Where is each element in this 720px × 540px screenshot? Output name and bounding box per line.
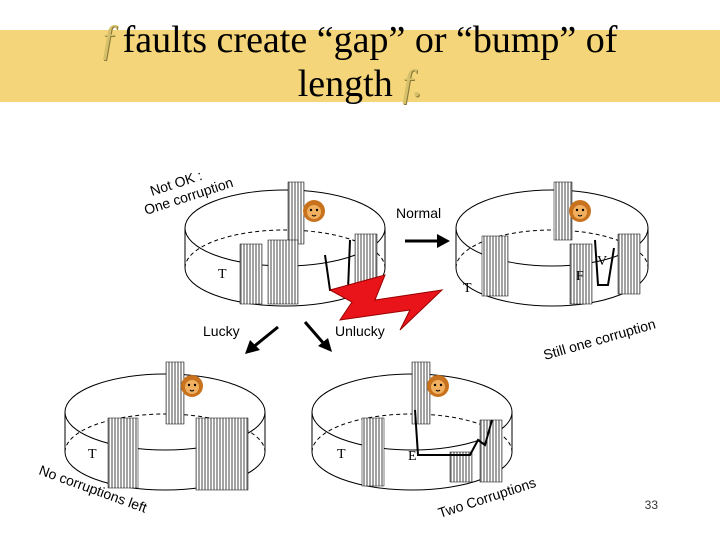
title-band <box>0 30 720 102</box>
ring-bottom-left: T <box>64 361 266 491</box>
title-f-symbol: f <box>102 19 114 61</box>
marker-f: F <box>576 269 584 284</box>
ring-top-left: T <box>184 181 386 307</box>
title-line-2: length f. <box>0 62 720 106</box>
lion-head-icon <box>302 199 326 223</box>
ring-top-right: F V <box>455 181 649 307</box>
arrow-unlucky <box>303 321 327 346</box>
title-line-1: f faults create “gap” or “bump” of <box>0 18 720 62</box>
fault-bolt-icon <box>328 274 444 331</box>
marker-t-br: T <box>337 447 346 462</box>
slide-number: 33 <box>644 498 658 512</box>
label-normal: Normal <box>396 205 441 221</box>
arrow-lucky <box>251 325 279 350</box>
marker-t-bl: T <box>88 447 97 462</box>
arrow-normal-head <box>437 234 450 248</box>
marker-e: E <box>408 449 417 464</box>
label-lucky: Lucky <box>203 323 240 339</box>
slide-title: f faults create “gap” or “bump” of lengt… <box>0 18 720 106</box>
title-f-symbol-2: f. <box>402 63 423 105</box>
title-line2-text: length <box>297 63 393 105</box>
marker-t: T <box>218 267 227 282</box>
label-still-one-corruption: Still one corruption <box>541 316 657 363</box>
marker-v: V <box>597 254 607 269</box>
label-unlucky: Unlucky <box>335 323 385 339</box>
ring-bottom-right: T E <box>311 361 513 491</box>
title-line1-text: faults create “gap” or “bump” of <box>122 19 618 61</box>
marker-t-right: T <box>463 281 472 296</box>
